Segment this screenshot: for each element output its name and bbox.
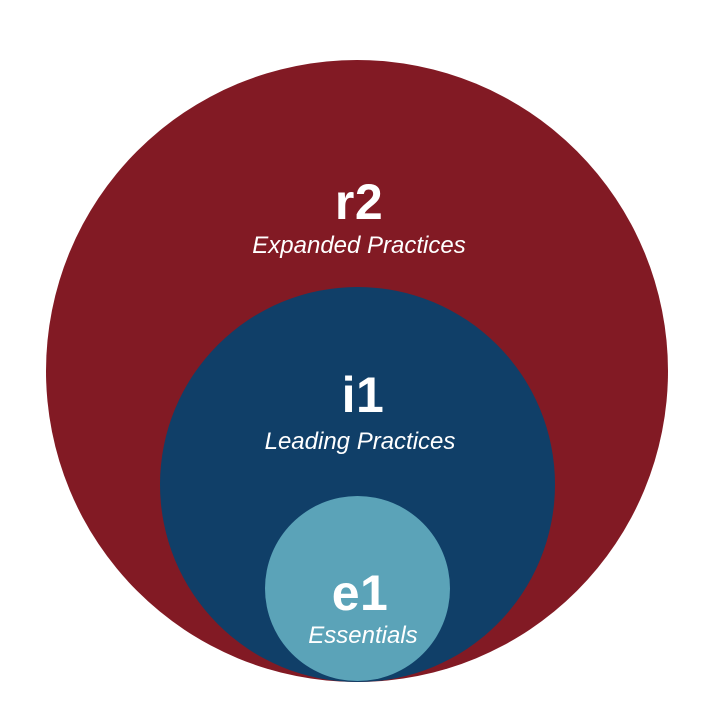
- e1-code-label: e1: [331, 565, 389, 621]
- i1-name-label: Leading Practices: [264, 428, 456, 455]
- circle-e1: [265, 496, 450, 681]
- e1-name-label: Essentials: [308, 622, 418, 649]
- i1-code-label: i1: [341, 367, 385, 423]
- r2-code-label: r2: [334, 174, 384, 230]
- r2-name-label: Expanded Practices: [252, 232, 466, 259]
